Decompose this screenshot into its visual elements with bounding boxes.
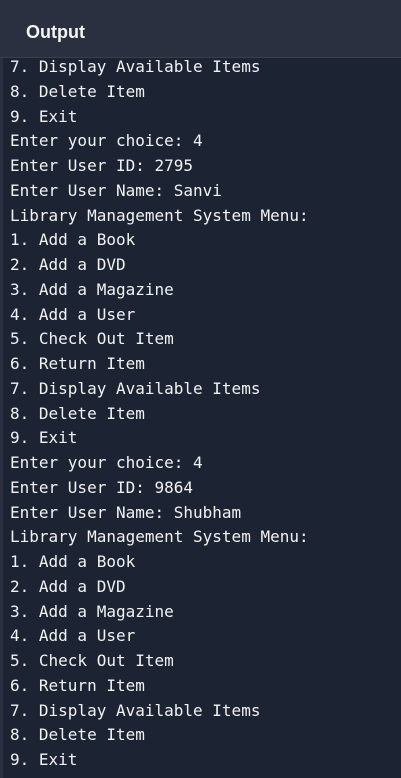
console-line: Library Management System Menu:: [10, 527, 309, 547]
console-line: 5. Check Out Item: [10, 329, 174, 349]
console-line: 7. Display Available Items: [10, 378, 261, 398]
console-line: 6. Return Item: [10, 354, 145, 373]
console-line: 9. Exit: [10, 428, 78, 448]
console-line: 4. Add a User: [10, 304, 136, 324]
console-line: 9. Exit: [10, 106, 78, 126]
console-line: 4. Add a User: [10, 626, 136, 646]
console-line: Enter User ID: 2795: [10, 156, 194, 175]
console-line: 5. Check Out Item: [10, 651, 174, 670]
console-line: Enter User ID: 9864: [10, 477, 194, 497]
output-title: Output: [26, 22, 85, 42]
console-left-edge: [0, 58, 3, 778]
console-lines: 7. Display Available Items 8. Delete Item…: [10, 58, 309, 773]
console-line: Library Management System Menu:: [10, 205, 309, 225]
console-line: 6. Return Item: [10, 675, 145, 695]
console-line: Enter your choice: 4: [10, 131, 203, 151]
console-line: 8. Delete Item: [10, 725, 145, 745]
console-line: 8. Delete Item: [10, 403, 145, 423]
console-line: 3. Add a Magazine: [10, 601, 174, 621]
console-line: 1. Add a Book: [10, 230, 136, 250]
console-line: 2. Add a DVD: [10, 576, 126, 596]
console-line: Enter User Name: Sanvi: [10, 180, 222, 200]
output-header: Output: [0, 0, 401, 58]
console-line: 3. Add a Magazine: [10, 279, 174, 299]
console-output[interactable]: 7. Display Available Items 8. Delete Item…: [0, 58, 401, 778]
console-line: 7. Display Available Items: [10, 58, 261, 76]
console-line: 9. Exit: [10, 750, 78, 769]
console-line: 2. Add a DVD: [10, 255, 126, 274]
console-line: Enter your choice: 4: [10, 453, 203, 472]
console-line: 1. Add a Book: [10, 552, 136, 571]
console-line: 8. Delete Item: [10, 81, 145, 101]
console-line: Enter User Name: Shubham: [10, 502, 242, 522]
console-line: 7. Display Available Items: [10, 700, 261, 720]
